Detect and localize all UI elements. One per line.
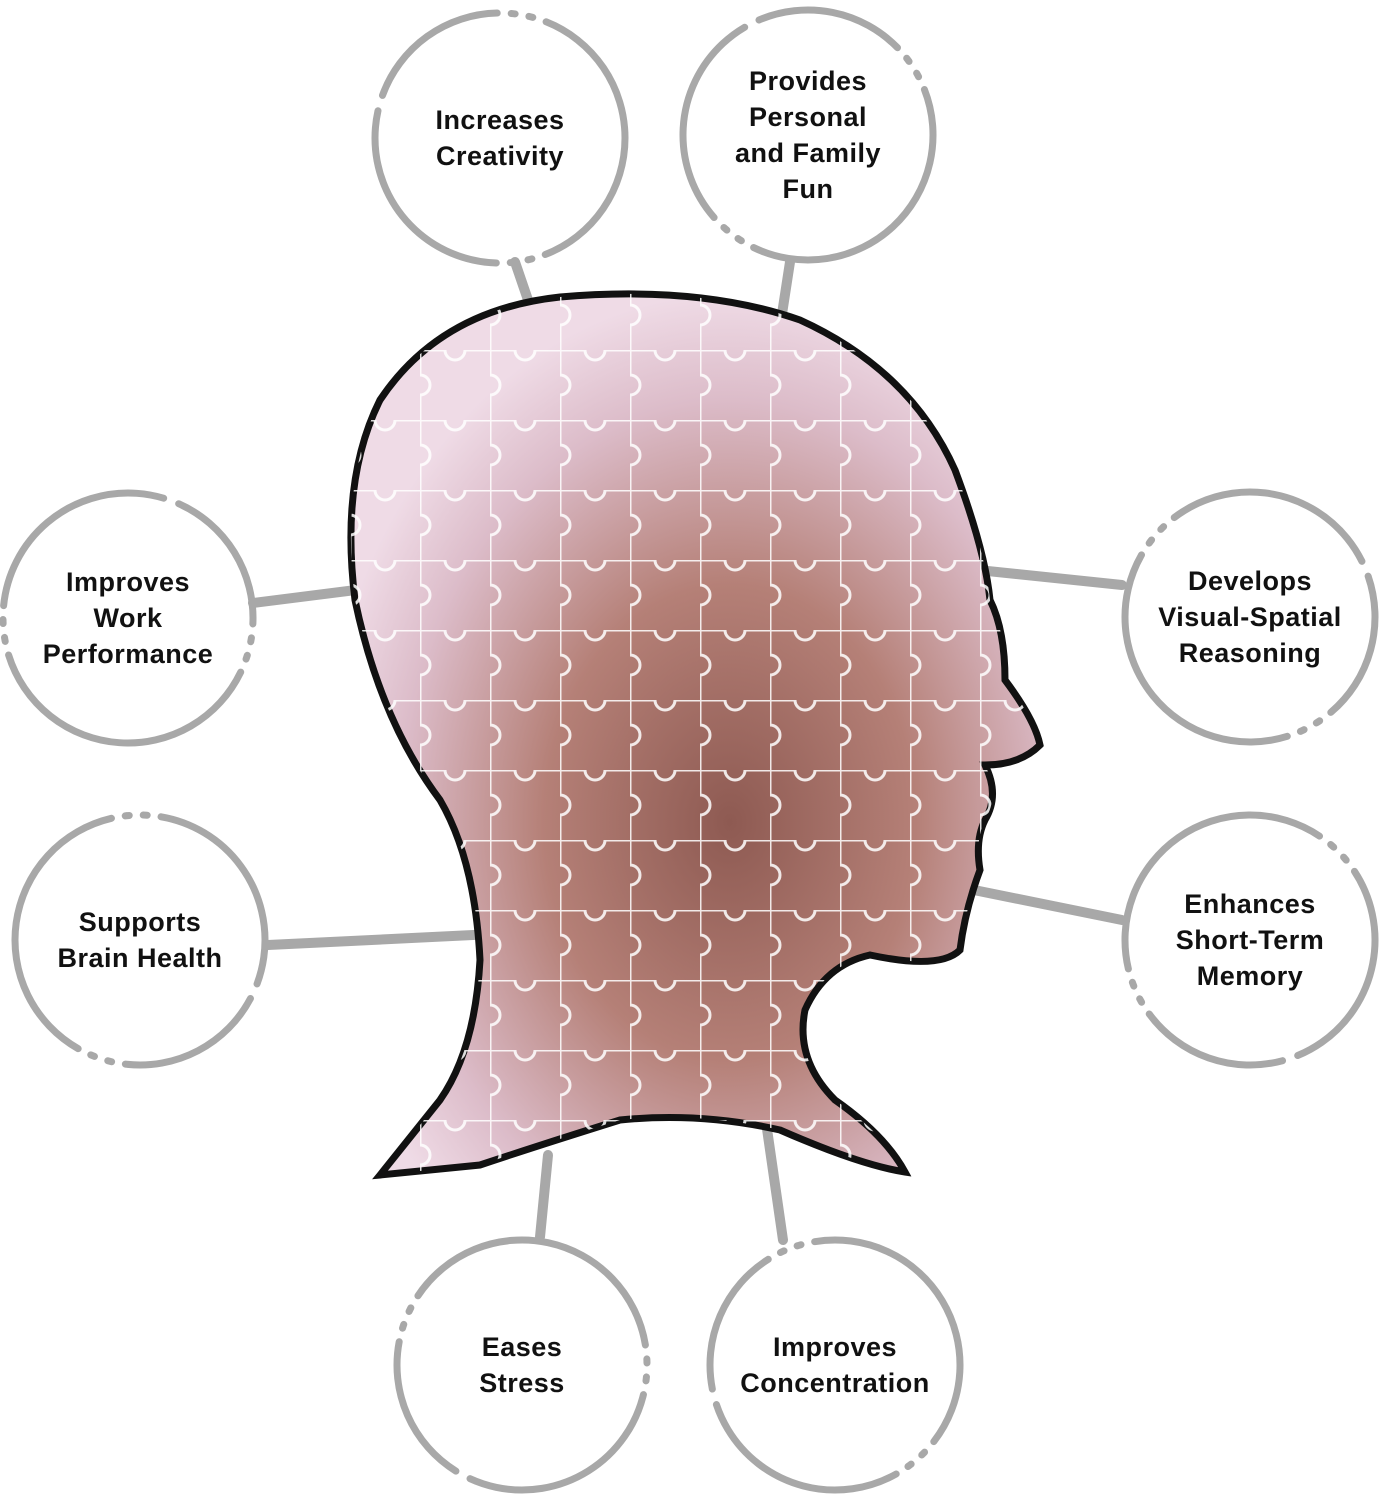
benefit-ring-brain-health xyxy=(11,811,269,1069)
puzzle-pattern xyxy=(350,293,1041,1175)
benefit-ring-short-term-memory xyxy=(1121,811,1379,1069)
benefit-ring-visual-spatial xyxy=(1121,488,1379,746)
benefit-ring-family-fun xyxy=(679,6,937,264)
benefit-ring-work-performance xyxy=(0,489,257,747)
benefit-ring-increases-creativity xyxy=(371,9,629,267)
benefit-ring-eases-stress xyxy=(393,1236,651,1494)
connector-lines xyxy=(248,257,1127,1245)
benefit-ring-concentration xyxy=(706,1236,964,1494)
